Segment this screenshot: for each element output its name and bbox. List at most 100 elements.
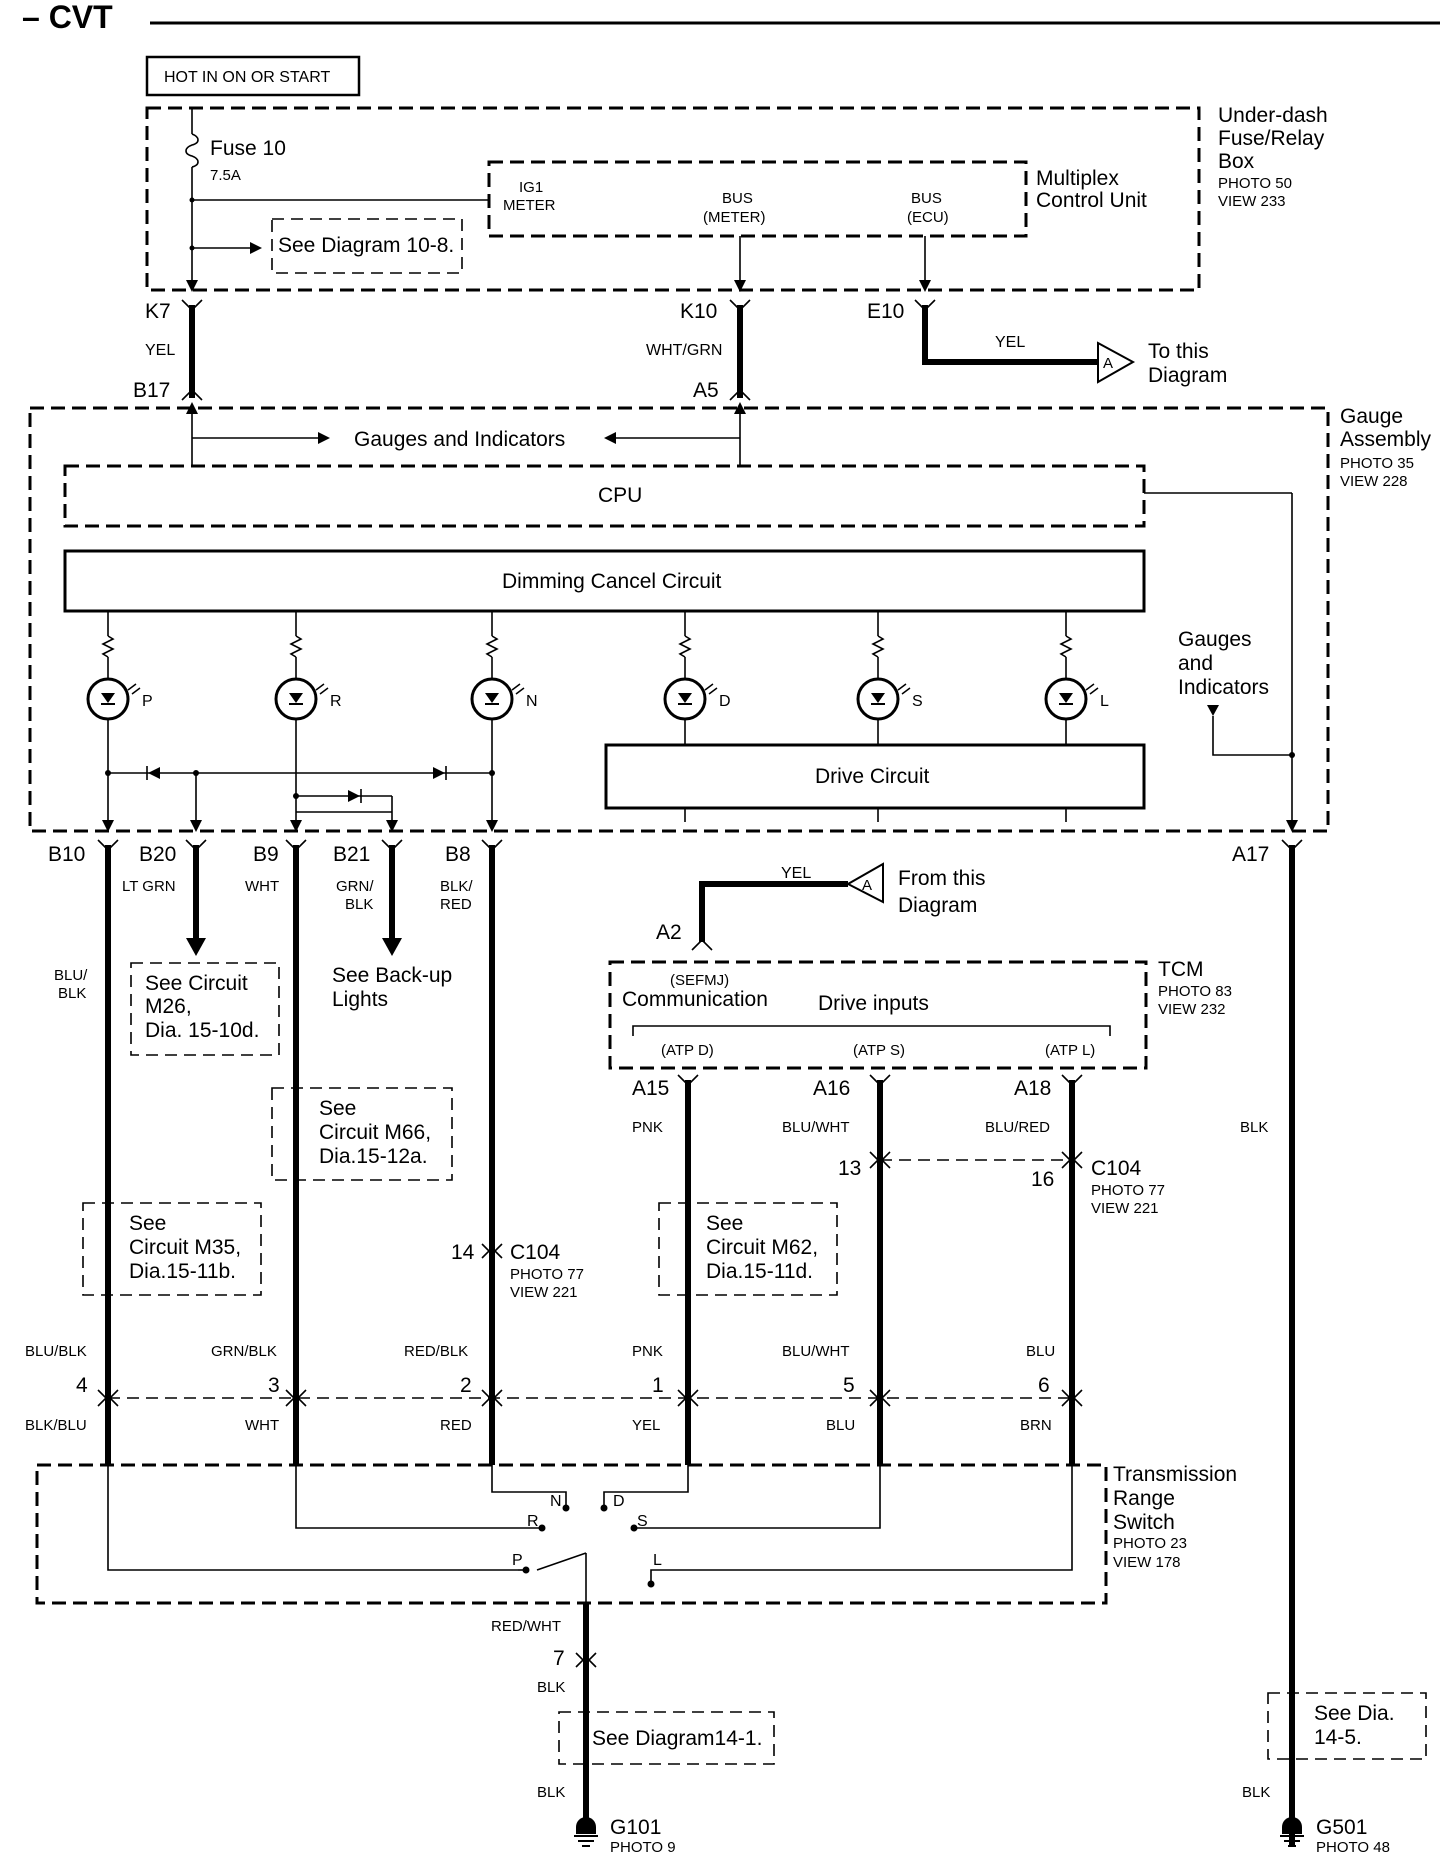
fuse-10-icon [185,133,199,168]
led-indicator-icon [274,677,329,721]
see-backup-1: See Back-up [332,964,452,987]
wire-blk-red-2: RED [440,896,472,913]
wire-yel-e10: YEL [995,334,1025,351]
led-indicator-icon [470,677,525,721]
wire-blk-g501: BLK [1242,1784,1270,1801]
wire-lt-grn: LT GRN [122,878,176,895]
fusebox-name-3: Box [1218,150,1255,173]
gauge-name-1: Gauge [1340,405,1403,428]
see-m62-2: Circuit M62, [706,1236,818,1259]
arrow-down-icon [186,280,198,292]
c104-b8-pin: 14 [451,1241,475,1264]
trs-pos-l: L [653,1552,662,1569]
see-diagram-10-8-box [271,218,463,274]
to-diagram-2: Diagram [1148,364,1227,387]
see-m66-box [271,1087,453,1181]
wire-grn-blk-2: BLK [345,896,373,913]
led-indicator-icon [856,677,911,721]
wire-wht-b9: WHT [245,878,279,895]
led-label: R [330,693,342,710]
fusebox-name-2: Fuse/Relay [1218,127,1325,150]
fuse-rating: 7.5A [210,167,241,184]
see-m26-1: See Circuit [145,972,248,995]
see-m26-box [130,962,280,1056]
trs-photo: PHOTO 23 [1113,1535,1187,1552]
pin-b21: B21 [333,843,370,866]
fusebox-photo: PHOTO 50 [1218,175,1292,192]
wire-blk-g101-1: BLK [537,1679,565,1696]
pin-b8: B8 [445,843,471,866]
see-m66-2: Circuit M66, [319,1121,431,1144]
see-diagram-10-8: See Diagram 10-8. [278,234,454,257]
tcm-border [608,960,1148,1070]
to-diagram-a-icon [1097,341,1136,384]
c104-lower-color: BLU [826,1417,855,1434]
c104-pin16: 16 [1031,1168,1054,1191]
c104-pin: 6 [1038,1374,1050,1397]
see-m62-1: See [706,1212,743,1235]
see-m26-3: Dia. 15-10d. [145,1019,259,1042]
wire-blu-red: BLU/RED [985,1119,1050,1136]
tcm-brace [632,1025,1111,1036]
c104-upper-color: BLU [1026,1343,1055,1360]
trs-border [35,1463,1108,1605]
see-m26-2: M26, [145,995,192,1018]
see-m35-2: Circuit M35, [129,1236,241,1259]
wire-blu-blk-1: BLU/ [54,967,88,984]
from-diagram-a-icon [845,862,884,904]
fusebox-border [145,106,1201,292]
mcu-bus-ecu-2: (ECU) [907,209,949,226]
trs-pos-d: D [613,1493,625,1510]
pin-e10: E10 [867,300,904,323]
trs-pos-r: R [527,1513,539,1530]
diode-icon [348,790,360,802]
trs-pos-s: S [637,1513,648,1530]
power-label-box [145,55,361,97]
pin-b9: B9 [253,843,279,866]
pin-a15: A15 [632,1077,669,1100]
ground-g501-photo: PHOTO 48 [1316,1839,1390,1854]
trs-name-2: Range [1113,1487,1175,1510]
mcu-name-1: Multiplex [1036,167,1119,190]
c104-lower-color: BRN [1020,1417,1052,1434]
switch-contact-icon [600,1504,608,1512]
c104-pin: 3 [268,1374,280,1397]
c104-upper-color: GRN/BLK [211,1343,277,1360]
trs-pos-p: P [512,1552,523,1569]
cpu-label: CPU [598,484,642,507]
c104-pin: 4 [76,1374,88,1397]
tcm-communication: Communication [622,988,768,1011]
from-diagram-2: Diagram [898,894,977,917]
tcm-photo: PHOTO 83 [1158,983,1232,1000]
gauge-name-2: Assembly [1340,428,1432,451]
switch-contact-icon [562,1504,570,1512]
trs-name-3: Switch [1113,1511,1175,1534]
led-label: L [1100,693,1109,710]
tcm-drive-inputs: Drive inputs [818,992,929,1015]
arrow-right-icon [250,242,262,254]
led-label: S [912,693,923,710]
from-diagram-1: From this [898,867,986,890]
page-title: – CVT [22,0,113,35]
gauges-side-3: Indicators [1178,676,1269,699]
led-indicator-icon [1044,677,1099,721]
pin-k10: K10 [680,300,717,323]
tcm-name: TCM [1158,958,1204,981]
trs-name-1: Transmission [1113,1463,1237,1486]
wire-red-wht: RED/WHT [491,1618,561,1635]
gauges-side-1: Gauges [1178,628,1252,651]
gauges-and-indicators-top: Gauges and Indicators [354,428,565,451]
trs-pos-n: N [550,1493,562,1510]
c104-b8-photo: PHOTO 77 [510,1266,584,1283]
mcu-name-2: Control Unit [1036,189,1147,212]
drive-circuit-label: Drive Circuit [815,765,930,788]
pin-a17: A17 [1232,843,1269,866]
pin-a18: A18 [1014,1077,1051,1100]
from-diagram-yel: YEL [781,865,811,882]
see-dia-14-5-1: See Dia. [1314,1702,1395,1725]
mcu-border [487,160,1028,238]
power-label: HOT IN ON OR START [164,69,330,86]
c104-lower-color: YEL [632,1417,660,1434]
wire-blk-g101-2: BLK [537,1784,565,1801]
see-dia-14-5-2: 14-5. [1314,1726,1362,1749]
